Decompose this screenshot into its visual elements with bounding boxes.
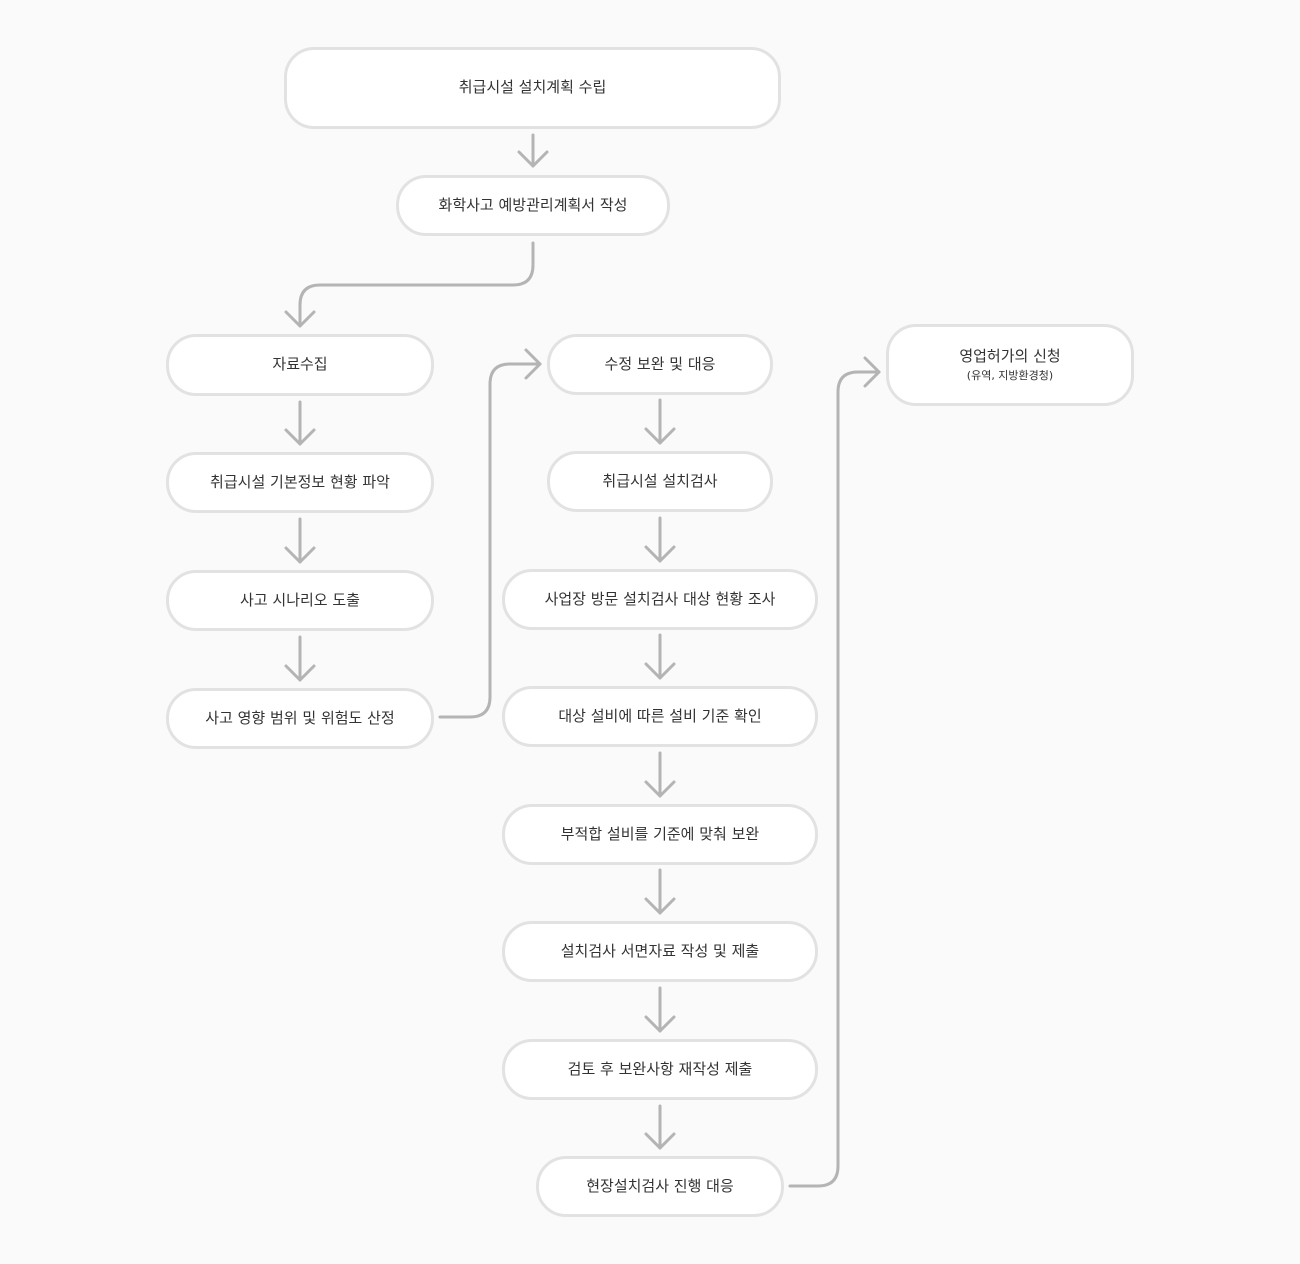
arrow-facility-info-to-scenario: [284, 517, 316, 564]
node-plan-label: 취급시설 설치계획 수립: [458, 78, 607, 97]
node-documents: 설치검사 서면자료 작성 및 제출: [502, 921, 818, 982]
node-nonconforming: 부적합 설비를 기준에 맞춰 보완: [502, 804, 818, 865]
arrow-scenario-to-impact-range: [284, 635, 316, 682]
node-prevention-plan: 화학사고 예방관리계획서 작성: [396, 175, 670, 236]
node-nonconforming-label: 부적합 설비를 기준에 맞춰 보완: [560, 824, 760, 843]
arrow-resubmit-to-onsite-inspection: [644, 1104, 676, 1150]
arrow-data-collection-to-facility-info: [284, 400, 316, 446]
arrow-prevention-to-data-collection: [284, 241, 535, 328]
node-revise-label: 수정 보완 및 대응: [604, 354, 716, 373]
arrow-nonconforming-to-documents: [644, 868, 676, 915]
node-scenario-label: 사고 시나리오 도출: [240, 590, 360, 609]
node-resubmit: 검토 후 보완사항 재작성 제출: [502, 1039, 818, 1100]
node-business-permit: 영업허가의 신청 (유역, 지방환경청): [886, 324, 1134, 406]
node-prevention-plan-label: 화학사고 예방관리계획서 작성: [438, 195, 628, 214]
node-revise: 수정 보완 및 대응: [547, 334, 773, 395]
node-business-permit-label: 영업허가의 신청: [959, 347, 1061, 366]
node-onsite-inspection: 현장설치검사 진행 대응: [536, 1156, 784, 1217]
arrow-standard-check-to-nonconforming: [644, 751, 676, 798]
node-site-visit: 사업장 방문 설치검사 대상 현황 조사: [502, 569, 818, 630]
arrow-install-inspection-to-site-visit: [644, 516, 676, 563]
node-standard-check-label: 대상 설비에 따른 설비 기준 확인: [558, 706, 762, 725]
node-data-collection: 자료수집: [166, 334, 434, 396]
node-onsite-inspection-label: 현장설치검사 진행 대응: [586, 1176, 734, 1195]
arrow-plan-to-prevention: [517, 133, 549, 168]
node-impact-range-label: 사고 영향 범위 및 위험도 산정: [205, 708, 395, 727]
node-install-inspection: 취급시설 설치검사: [547, 451, 773, 512]
arrow-revise-to-install-inspection: [644, 398, 676, 445]
node-data-collection-label: 자료수집: [272, 355, 328, 374]
node-scenario: 사고 시나리오 도출: [166, 570, 434, 631]
node-site-visit-label: 사업장 방문 설치검사 대상 현황 조사: [544, 589, 776, 608]
node-resubmit-label: 검토 후 보완사항 재작성 제출: [567, 1059, 753, 1078]
arrow-impact-range-to-revise: [438, 348, 542, 719]
arrow-site-visit-to-standard-check: [644, 633, 676, 680]
node-plan: 취급시설 설치계획 수립: [284, 47, 781, 129]
node-impact-range: 사고 영향 범위 및 위험도 산정: [166, 688, 434, 749]
node-business-permit-sublabel: (유역, 지방환경청): [966, 368, 1054, 382]
arrow-onsite-inspection-to-business-permit: [788, 356, 881, 1188]
arrow-documents-to-resubmit: [644, 986, 676, 1033]
node-install-inspection-label: 취급시설 설치검사: [602, 471, 718, 490]
node-facility-info: 취급시설 기본정보 현황 파악: [166, 452, 434, 513]
node-facility-info-label: 취급시설 기본정보 현황 파악: [210, 472, 390, 491]
node-standard-check: 대상 설비에 따른 설비 기준 확인: [502, 686, 818, 747]
node-documents-label: 설치검사 서면자료 작성 및 제출: [560, 941, 760, 960]
